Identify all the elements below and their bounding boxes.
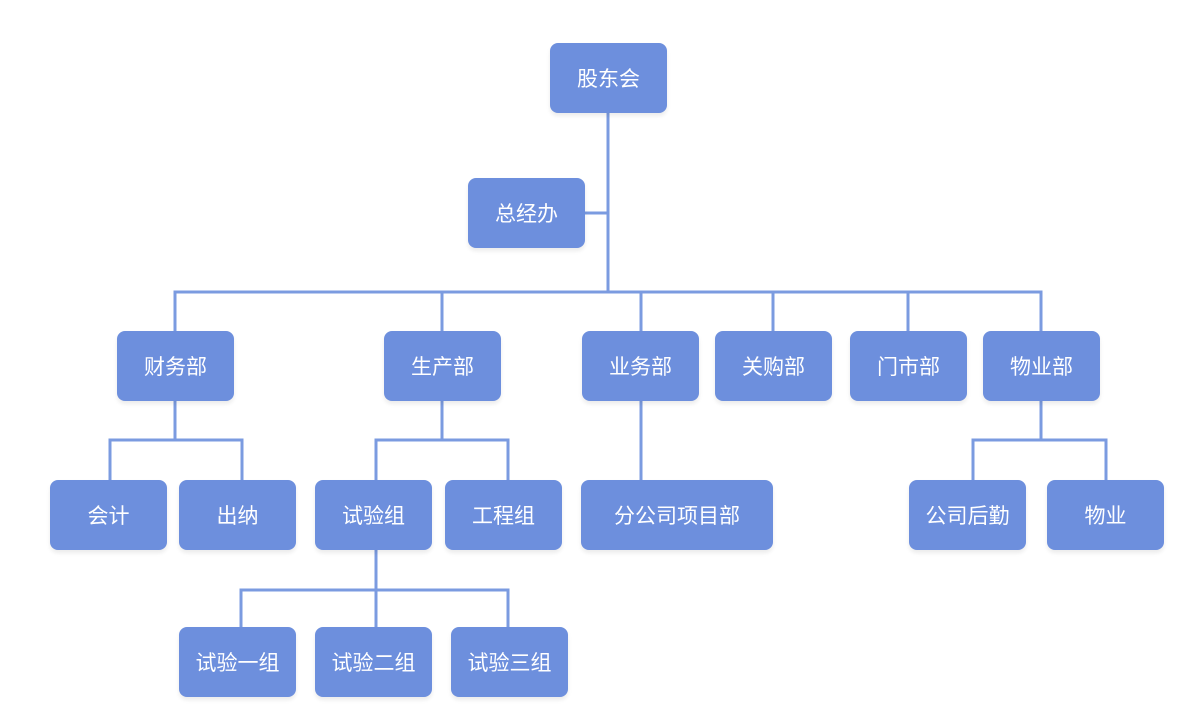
node-accounting: 会计 (50, 480, 167, 550)
node-business-dept: 业务部 (582, 331, 699, 401)
node-branch-project-dept: 分公司项目部 (581, 480, 773, 550)
node-store-dept: 门市部 (850, 331, 967, 401)
node-test-group: 试验组 (315, 480, 432, 550)
connector-production-children (374, 399, 510, 482)
node-purchasing-dept: 关购部 (715, 331, 832, 401)
node-property-dept: 物业部 (983, 331, 1100, 401)
node-test-group-1: 试验一组 (179, 627, 296, 697)
node-property-management: 物业 (1047, 480, 1164, 550)
node-test-group-2: 试验二组 (315, 627, 432, 697)
node-test-group-3: 试验三组 (451, 627, 568, 697)
connector-test-group-children (239, 548, 510, 629)
node-logistics: 公司后勤 (909, 480, 1026, 550)
connector-property-children (971, 399, 1108, 482)
node-finance-dept: 财务部 (117, 331, 234, 401)
node-shareholders-meeting: 股东会 (550, 43, 667, 113)
node-engineering-group: 工程组 (445, 480, 562, 550)
node-production-dept: 生产部 (384, 331, 501, 401)
node-cashier: 出纳 (179, 480, 296, 550)
connector-finance-children (108, 399, 244, 482)
node-general-office: 总经办 (468, 178, 585, 248)
